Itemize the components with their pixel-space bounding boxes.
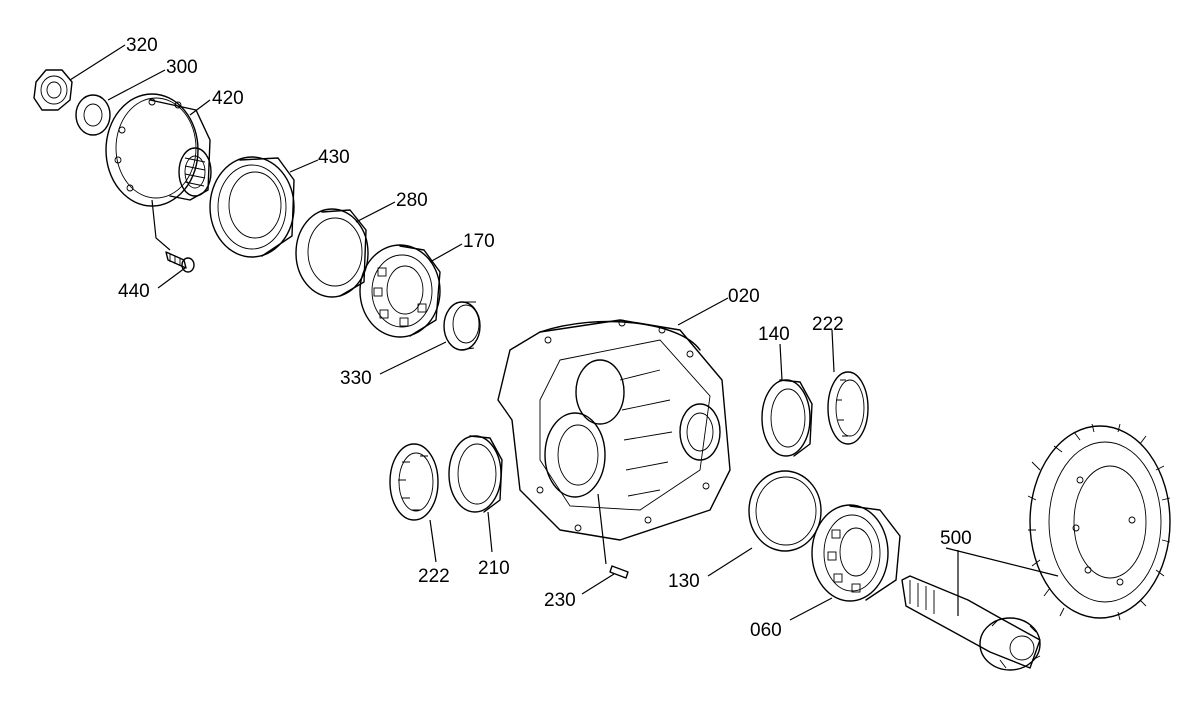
callout-222-right: 222 — [812, 314, 844, 335]
callout-230: 230 — [544, 590, 576, 611]
part-020-housing[interactable] — [497, 319, 731, 541]
part-320-hex-nut[interactable] — [33, 69, 73, 111]
callout-280: 280 — [396, 190, 428, 211]
callout-330: 330 — [340, 368, 372, 389]
callout-430: 430 — [318, 147, 350, 168]
part-300-washer[interactable] — [75, 94, 111, 136]
callout-140: 140 — [758, 324, 790, 345]
part-140-bearing[interactable] — [761, 379, 813, 457]
part-170-bearing[interactable] — [359, 244, 441, 338]
part-430-seal[interactable] — [209, 156, 295, 258]
callout-labels: 320 300 420 430 280 170 440 330 020 140 … — [118, 35, 972, 641]
part-210-bearing[interactable] — [448, 435, 503, 513]
callout-222-left: 222 — [418, 566, 450, 587]
part-420-flange[interactable] — [105, 93, 212, 207]
callout-440: 440 — [118, 281, 150, 302]
part-222-ring-right[interactable] — [827, 371, 869, 445]
part-330-spacer[interactable] — [443, 301, 481, 351]
part-500-gear-set[interactable] — [901, 423, 1171, 671]
part-060-bearing[interactable] — [811, 504, 901, 602]
part-230-pin[interactable] — [609, 565, 629, 579]
callout-020: 020 — [728, 286, 760, 307]
callout-060: 060 — [750, 620, 782, 641]
callout-170: 170 — [463, 231, 495, 252]
part-222-ring-left[interactable] — [389, 443, 439, 521]
callout-320: 320 — [126, 35, 158, 56]
callout-300: 300 — [166, 57, 198, 78]
leader-lines — [69, 44, 1059, 621]
part-440-bolt[interactable] — [165, 251, 195, 273]
callout-130: 130 — [668, 571, 700, 592]
callout-500: 500 — [940, 528, 972, 549]
callout-210: 210 — [478, 558, 510, 579]
part-280-ring[interactable] — [295, 208, 369, 298]
callout-420: 420 — [212, 88, 244, 109]
part-130-shim[interactable] — [748, 470, 822, 552]
